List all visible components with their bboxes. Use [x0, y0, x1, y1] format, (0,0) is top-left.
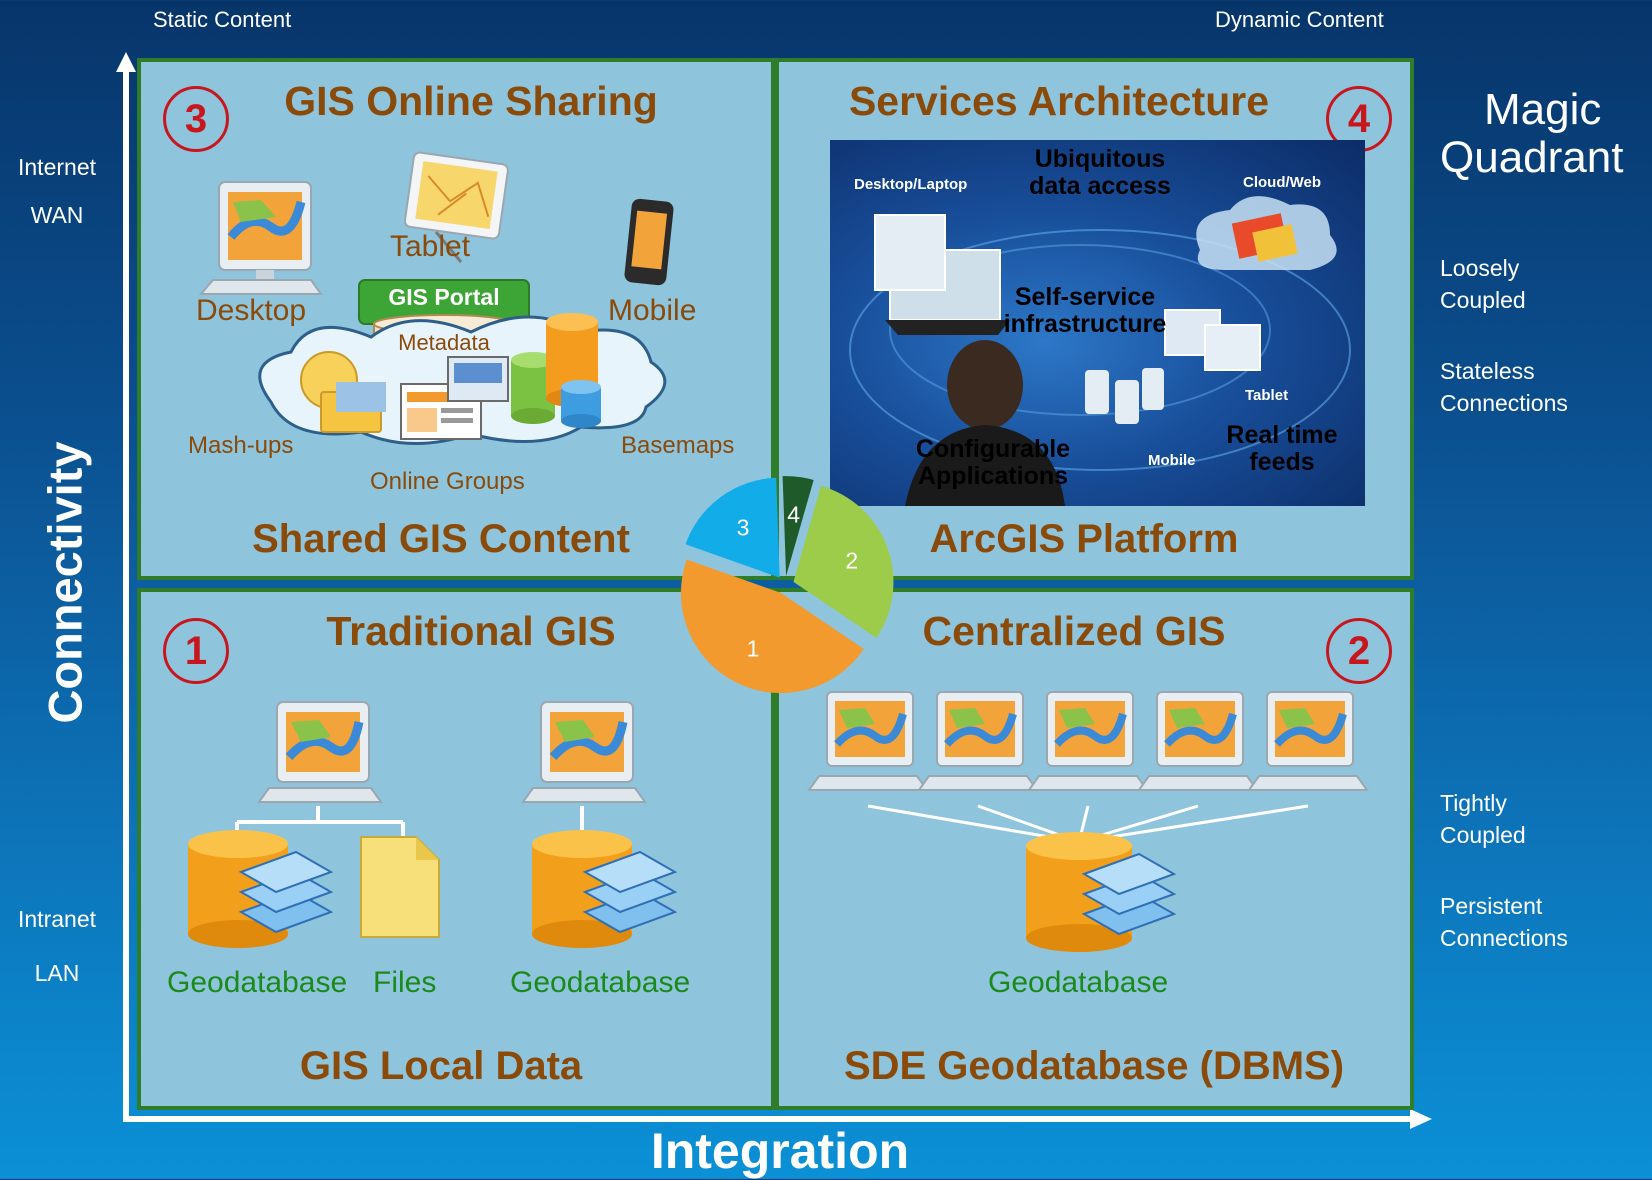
mobile-devices-icon [1085, 368, 1164, 424]
coupled-text-2: Coupled [1440, 822, 1526, 848]
geodatabase-icon [188, 830, 334, 948]
stateless-text: Stateless [1440, 358, 1535, 384]
traditional-gis-illustration [188, 701, 678, 948]
quadrant-3-number: 3 [163, 86, 229, 152]
desktop-icon [198, 181, 323, 295]
quadrant-2-title: Centralized GIS [922, 608, 1226, 654]
ubiquitous-data-access-text: Ubiquitous data access [1029, 145, 1171, 200]
configurable-applications-text: Configurable Applications [915, 435, 1071, 490]
dynamic-content-label: Dynamic Content [1215, 7, 1384, 32]
tablet-text: Tablet [1245, 387, 1289, 404]
arcgis-platform-photo: Ubiquitous data access Desktop/Laptop Cl… [830, 140, 1365, 506]
coupled-text: Coupled [1440, 287, 1526, 313]
desktop-label: Desktop [196, 294, 307, 327]
metadata-label: Metadata [398, 330, 490, 355]
wan-label: WAN [30, 202, 84, 228]
quadrant-pie-chart: 4 2 1 3 [680, 476, 894, 694]
folder-icon [320, 382, 386, 433]
pie-slice-label-2: 2 [845, 548, 858, 574]
y-axis-arrowhead [116, 52, 136, 72]
gis-portal-label: GIS Portal [388, 284, 500, 310]
mashups-label: Mash-ups [188, 432, 294, 459]
laptop-icon [874, 214, 1010, 335]
desktop-laptop-text: Desktop/Laptop [854, 176, 968, 193]
quadrant-3-title: GIS Online Sharing [284, 78, 658, 124]
x-axis-line [123, 1116, 1423, 1122]
cloud-web-text: Cloud/Web [1243, 174, 1322, 191]
x-axis-arrowhead [1410, 1109, 1432, 1129]
quadrant-1-title: Traditional GIS [326, 608, 616, 654]
online-sharing-illustration [198, 151, 674, 446]
quadrant-2-footer: SDE Geodatabase (DBMS) [843, 1044, 1345, 1088]
tablet-icon [403, 151, 509, 263]
file-icon [360, 836, 440, 938]
geodatabase-icon-2 [532, 830, 678, 948]
x-axis-label: Integration [650, 1123, 910, 1179]
connections-text-2: Connections [1440, 925, 1568, 951]
pie-slice-1 [680, 559, 864, 694]
quadrant-3: 3 GIS Online Sharing [137, 58, 775, 580]
quadrant-1-number: 1 [163, 618, 229, 684]
loosely-text: Loosely [1440, 255, 1520, 281]
mobile-text: Mobile [1148, 452, 1196, 469]
mobile-phone-icon [624, 198, 674, 286]
online-groups-label: Online Groups [370, 468, 525, 495]
persistent-connections-label: Persistent Connections [1440, 890, 1568, 954]
persistent-text: Persistent [1440, 893, 1543, 919]
desktop-computer-icon [257, 701, 383, 803]
quadrant-label: Quadrant [1440, 133, 1624, 182]
computer-4 [1137, 691, 1259, 791]
cloud-web-icon [1196, 196, 1337, 270]
magic-label: Magic [1484, 85, 1602, 134]
tablet-devices-icon [1164, 309, 1261, 371]
tablet-label: Tablet [390, 230, 471, 263]
pie-slice-2 [793, 485, 894, 638]
stateless-connections-label: Stateless Connections [1440, 355, 1568, 419]
geodatabase-label-2: Geodatabase [510, 966, 691, 999]
tightly-text: Tightly [1440, 790, 1507, 816]
central-geodatabase-label: Geodatabase [988, 966, 1169, 999]
y-axis-line [123, 70, 129, 1122]
quadrant-1: 1 Traditional GIS [137, 588, 775, 1110]
tightly-coupled-label: Tightly Coupled [1440, 787, 1526, 851]
computer-5 [1247, 691, 1369, 791]
pie-slices: 4 2 1 3 [680, 476, 894, 694]
connections-text: Connections [1440, 390, 1568, 416]
pie-slice-4 [782, 476, 814, 577]
quadrant-3-footer: Shared GIS Content [252, 517, 630, 561]
internet-label: Internet [18, 154, 96, 180]
quadrant-2-number: 2 [1326, 618, 1392, 684]
person-silhouette [905, 340, 1065, 506]
magic-quadrant-title: Magic Quadrant [1440, 86, 1650, 182]
pie-slice-label-1: 1 [747, 635, 760, 661]
platform-illustration [849, 196, 1351, 506]
intranet-label: Intranet [18, 906, 96, 932]
quadrant-1-footer: GIS Local Data [299, 1044, 583, 1088]
quadrant-4-footer: ArcGIS Platform [929, 517, 1239, 561]
centralized-gis-illustration [807, 691, 1369, 952]
real-time-feeds-text: Real time feeds [1226, 421, 1338, 476]
pie-slice-label-4: 4 [787, 502, 800, 528]
desktop-computer-icon-2 [521, 701, 647, 803]
computer-1 [807, 691, 929, 791]
geodatabase-label-1: Geodatabase [167, 966, 348, 999]
self-service-infrastructure-text: Self-service infrastructure [1003, 283, 1167, 338]
static-content-label: Static Content [153, 7, 292, 32]
loosely-coupled-label: Loosely Coupled [1440, 252, 1526, 316]
computer-2 [917, 691, 1039, 791]
files-label: Files [373, 966, 437, 999]
pie-slice-3 [685, 477, 780, 578]
quadrant-2: Centralized GIS 2 [775, 588, 1414, 1110]
pie-slice-label-3: 3 [737, 515, 750, 541]
mobile-label: Mobile [608, 294, 697, 327]
quadrant-4-title: Services Architecture [848, 78, 1270, 124]
basemaps-label: Basemaps [621, 432, 735, 459]
database-cylinder-blue [561, 380, 601, 428]
computer-3 [1027, 691, 1149, 791]
desktop-computer-row [807, 691, 1369, 791]
lan-label: LAN [34, 960, 80, 986]
central-geodatabase-icon [1026, 832, 1177, 952]
screen-icon [447, 356, 509, 402]
